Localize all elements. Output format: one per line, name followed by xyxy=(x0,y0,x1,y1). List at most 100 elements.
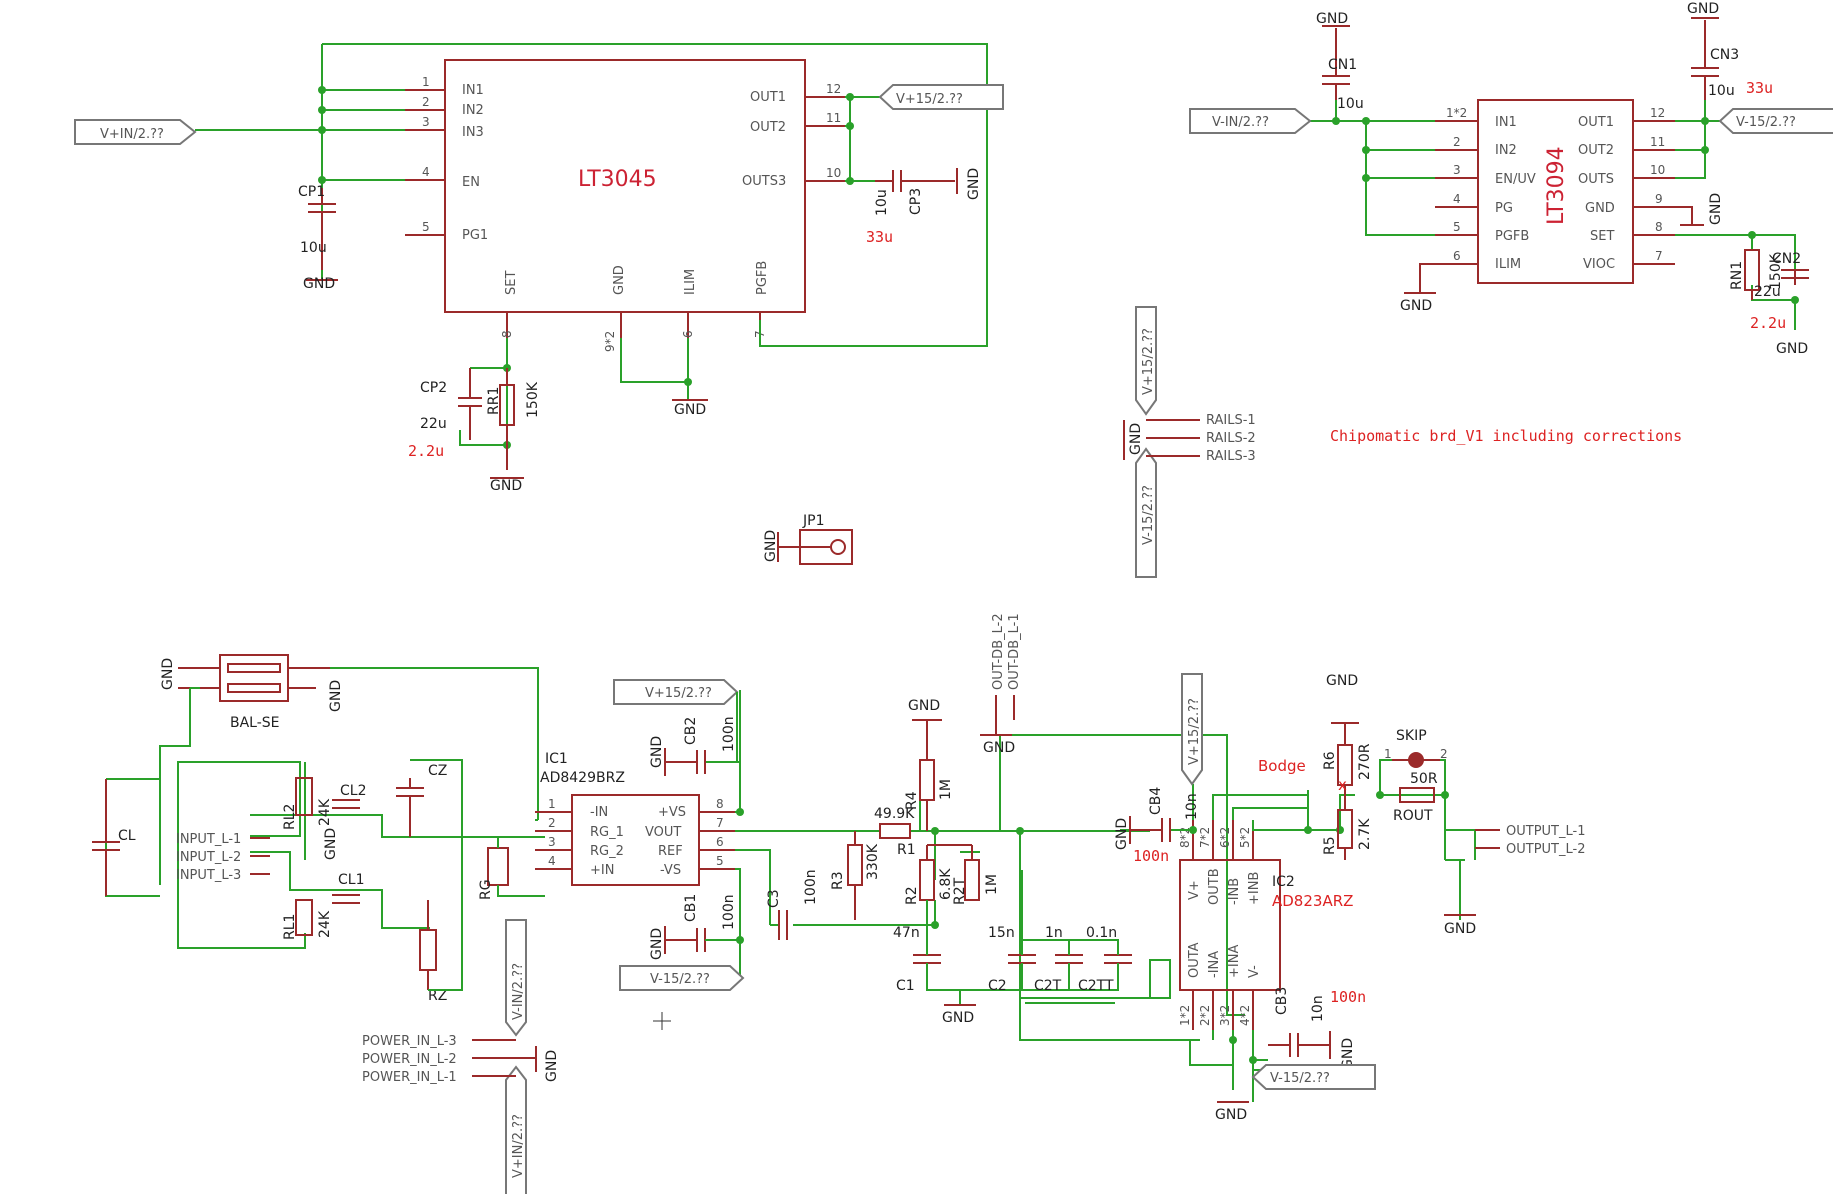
gnd-rr1: GND xyxy=(490,478,522,494)
gnd-power: GND xyxy=(544,1050,560,1082)
rout-value: 50R xyxy=(1410,771,1438,787)
vin-neg-flag-1 xyxy=(1189,108,1312,134)
cn1-label: CN1 xyxy=(1328,57,1357,73)
c3-label: C3 xyxy=(766,889,782,908)
outdb-1-label: OUT-DB_L-1 xyxy=(1007,613,1022,690)
rl1-value: 24K xyxy=(317,910,333,938)
r3-label: R3 xyxy=(830,871,846,890)
cb3-label: CB3 xyxy=(1274,987,1290,1015)
cl1-label: CL1 xyxy=(338,872,364,888)
cl-label: CL xyxy=(118,828,136,844)
lt3094-pin-in2: IN2 xyxy=(1495,143,1517,158)
lt3045-pinnum-9x2: 9*2 xyxy=(603,331,617,352)
lt3094-pin-out2: OUT2 xyxy=(1578,143,1614,158)
cb2-label: CB2 xyxy=(683,717,699,745)
lt3045-pinnum-2: 2 xyxy=(422,95,430,109)
ic1-pinnum-5: 5 xyxy=(716,854,724,868)
ic2-pinnum-8: 8*2 xyxy=(1178,827,1192,848)
c2t-label: C2T xyxy=(1034,978,1062,994)
gnd-cb1: GND xyxy=(649,928,665,960)
lt3045-pinnum-12: 12 xyxy=(826,82,841,96)
outdb-2-label: OUT-DB_L-2 xyxy=(991,613,1006,690)
v15-neg-label-1: V-15/2.?? xyxy=(1736,115,1796,130)
gnd-lt3094: GND xyxy=(1400,298,1432,314)
lt3045-block: LT3045 IN1 IN2 IN3 EN PG1 OUT1 OUT2 OUTS… xyxy=(74,43,1004,494)
output-2-label: OUTPUT_L-2 xyxy=(1506,842,1585,857)
ic1-pin-rg2: RG_2 xyxy=(590,844,624,859)
gnd-filter: GND xyxy=(942,1010,974,1026)
ic1-block: IC1 AD8429BRZ -IN RG_1 RG_2 +IN +VS VOUT… xyxy=(362,679,870,1194)
r4-label: R4 xyxy=(904,791,920,810)
cn3-value: 10u xyxy=(1708,83,1735,99)
c2tt-label: C2TT xyxy=(1078,978,1114,994)
v15-pos-label-rails: V+15/2.?? xyxy=(1141,328,1156,395)
lt3045-pin-out2: OUT2 xyxy=(750,120,786,135)
power-in-2-label: POWER_IN_L-2 xyxy=(362,1052,457,1067)
v15-neg-flag-1 xyxy=(1718,108,1833,134)
gnd-output: GND xyxy=(1444,921,1476,937)
output-1-label: OUTPUT_L-1 xyxy=(1506,824,1585,839)
jp1-jumper: JP1 GND xyxy=(763,513,853,565)
lt3094-pin-set: SET xyxy=(1590,229,1614,244)
input-stage: BAL-SE GND GND CL INPUT_L-1 INPUT_L-2 IN… xyxy=(92,654,545,1004)
vin-pos-label-1: V+IN/2.?? xyxy=(100,127,164,142)
skip-pin-2: 2 xyxy=(1440,747,1448,761)
bodge-x: x xyxy=(1338,776,1347,794)
ic2-pin-inb-p: +INB xyxy=(1247,872,1262,905)
rn1-label: RN1 xyxy=(1729,261,1745,290)
cz-label: CZ xyxy=(428,763,447,779)
cb3-fix: 100n xyxy=(1330,988,1366,1006)
lt3045-pin-out1: OUT1 xyxy=(750,90,786,105)
gnd-bal-2: GND xyxy=(328,680,344,712)
ic2-pin-ina-p: +INA xyxy=(1227,945,1242,978)
gnd-r4: GND xyxy=(908,698,940,714)
v15-neg-flag-rails xyxy=(1135,447,1157,578)
cb4-fix: 100n xyxy=(1133,847,1169,865)
lt3045-pin-gnd: GND xyxy=(612,265,627,295)
lt3045-pinnum-11: 11 xyxy=(826,111,841,125)
ic1-pinnum-8: 8 xyxy=(716,797,724,811)
ic2-pinnum-1: 1*2 xyxy=(1178,1005,1192,1026)
v15-pos-flag-1 xyxy=(878,84,1004,110)
ic2-pin-outb: OUTB xyxy=(1207,868,1222,905)
c2t-value: 1n xyxy=(1045,925,1063,941)
lt3094-pinnum-10: 10 xyxy=(1650,163,1665,177)
r3-value: 330K xyxy=(865,843,881,880)
vin-neg-label-1: V-IN/2.?? xyxy=(1212,115,1269,130)
lt3094-pinnum-3: 3 xyxy=(1453,163,1461,177)
rz-label: RZ xyxy=(428,988,447,1004)
gnd-r6: GND xyxy=(1326,673,1358,689)
lt3045-pinnum-8: 8 xyxy=(500,330,514,338)
lt3094-pinnum-7: 7 xyxy=(1655,249,1663,263)
gnd-cp3: GND xyxy=(966,168,982,200)
cp3-label: CP3 xyxy=(908,188,924,215)
skip-jumper-pad xyxy=(1408,752,1424,768)
lt3094-pinnum-1x2: 1*2 xyxy=(1446,106,1467,120)
gnd-lt3045: GND xyxy=(674,402,706,418)
vin-pos-flag-2 xyxy=(505,1065,527,1194)
cp2-label: CP2 xyxy=(420,380,447,396)
ic1-pinnum-6: 6 xyxy=(716,835,724,849)
ic2-pin-inb-m: -INB xyxy=(1227,878,1242,905)
ic1-pin-vout: VOUT xyxy=(645,825,681,840)
gnd-cb4: GND xyxy=(1114,818,1130,850)
ic2-ref: IC2 xyxy=(1272,874,1295,890)
ic1-pin-rg1: RG_1 xyxy=(590,825,624,840)
lt3094-label: LT3094 xyxy=(1544,146,1569,225)
cp3-value: 10u xyxy=(874,189,890,216)
ic2-pinnum-5: 5*2 xyxy=(1238,827,1252,848)
bal-se-switch xyxy=(219,654,289,702)
rails-2-label: RAILS-2 xyxy=(1206,431,1256,446)
ic1-pinnum-3: 3 xyxy=(548,835,556,849)
lt3045-pinnum-5: 5 xyxy=(422,220,430,234)
cp1-value: 10u xyxy=(300,240,327,256)
cl2-label: CL2 xyxy=(340,783,366,799)
gnd-cb3: GND xyxy=(1340,1038,1356,1070)
power-in-3-label: POWER_IN_L-3 xyxy=(362,1034,457,1049)
c2-value: 15n xyxy=(988,925,1015,941)
ic2-pinnum-3: 3*2 xyxy=(1218,1005,1232,1026)
r2-value: 6.8K xyxy=(938,868,954,900)
lt3045-pin-pgfb: PGFB xyxy=(755,261,770,295)
lt3094-pin-gnd: GND xyxy=(1585,201,1615,216)
